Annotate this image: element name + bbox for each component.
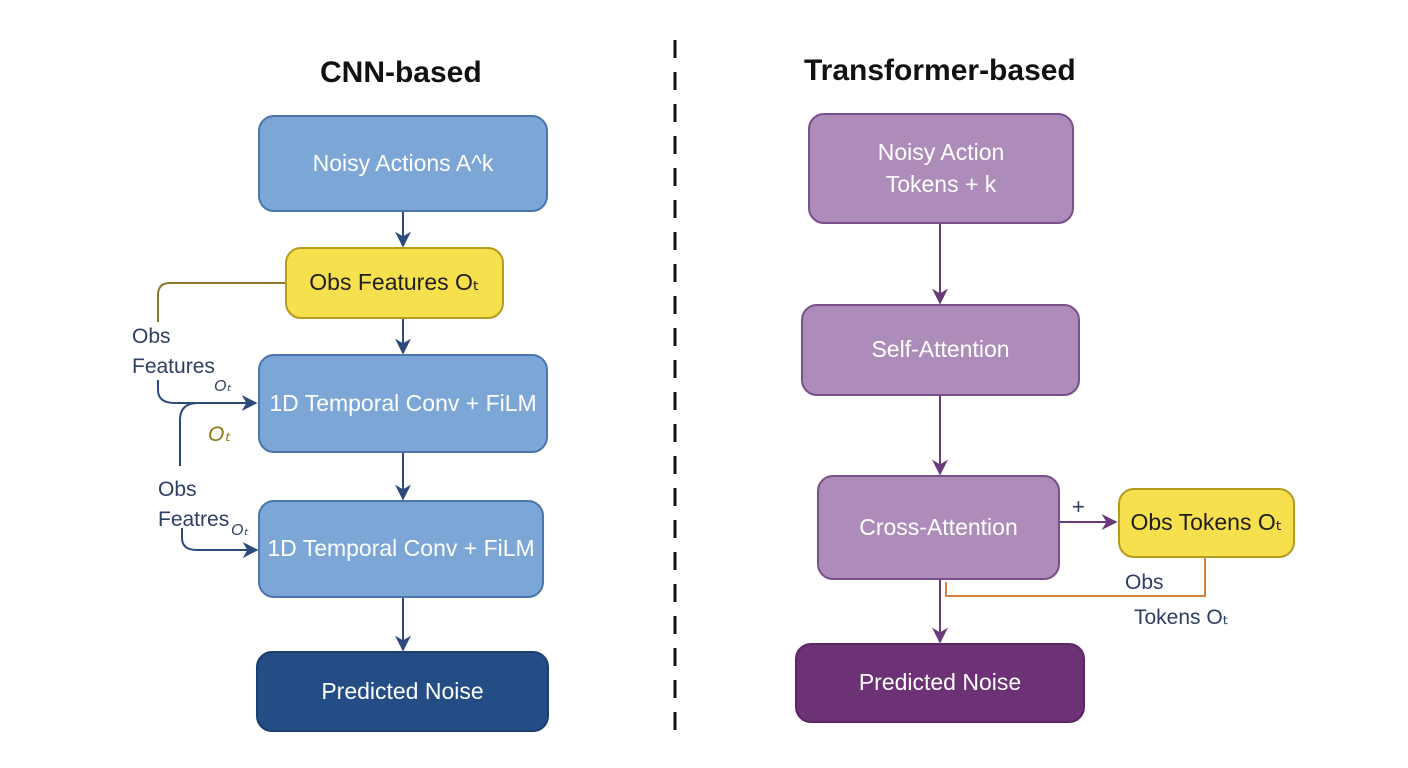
obs-feature-riser xyxy=(179,402,199,466)
obs-feature-arrow-conv2 xyxy=(181,528,259,558)
self-attention-label: Self-Attention xyxy=(871,336,1010,363)
self-attention-box: Self-Attention xyxy=(801,304,1080,396)
transformer-predicted-noise-label: Predicted Noise xyxy=(858,669,1022,696)
transformer-panel-title: Transformer-based xyxy=(804,54,1076,87)
cross-attention-plus-sign: + xyxy=(1072,494,1085,519)
obs-feature-arrow-conv1 xyxy=(157,380,258,411)
obs-tokens-label: Obs Tokens Oₜ xyxy=(1130,509,1283,536)
obs-tokens-box: Obs Tokens Oₜ xyxy=(1118,488,1295,558)
noisy-action-tokens-line-2: Tokens + k xyxy=(885,170,997,197)
cnn-predicted-noise-label: Predicted Noise xyxy=(321,677,484,704)
cross-attention-box: Cross-Attention xyxy=(817,475,1060,580)
cnn-predicted-noise-box: Predicted Noise xyxy=(256,651,549,732)
cross-attention-label: Cross-Attention xyxy=(859,513,1018,540)
temporal-conv-film-label-2: 1D Temporal Conv + FiLM xyxy=(267,535,535,562)
obs-tokens-side-label-2: Tokens Oₜ xyxy=(1134,606,1229,629)
obs-tokens-side-label-1: Obs xyxy=(1125,571,1164,594)
obs-features-label: Obs Features Oₜ xyxy=(309,269,480,296)
noisy-action-tokens-box: Noisy Action Tokens + k xyxy=(808,113,1074,224)
transformer-predicted-noise-box: Predicted Noise xyxy=(795,643,1085,723)
temporal-conv-film-label-1: 1D Temporal Conv + FiLM xyxy=(269,389,537,416)
cnn-side-subscript-1: Oₜ xyxy=(214,378,232,395)
noisy-action-tokens-line-1: Noisy Action xyxy=(877,139,1005,166)
cnn-side-label-obs-features-2: Obs Featres xyxy=(158,478,230,532)
cnn-side-subscript-2: Oₜ xyxy=(208,423,231,446)
cnn-side-label-obs-features-1: Obs Features xyxy=(132,325,215,379)
obs-features-box: Obs Features Oₜ xyxy=(285,247,504,319)
obs-tokens-feedback-line xyxy=(945,558,1206,597)
temporal-conv-film-box-1: 1D Temporal Conv + FiLM xyxy=(258,354,548,453)
temporal-conv-film-box-2: 1D Temporal Conv + FiLM xyxy=(258,500,544,598)
cnn-side-subscript-3: Oₜ xyxy=(231,522,249,539)
obs-feature-feed-line xyxy=(157,282,285,322)
noisy-actions-box: Noisy Actions A^k xyxy=(258,115,548,212)
noisy-actions-label: Noisy Actions A^k xyxy=(312,149,494,176)
cnn-panel-title: CNN-based xyxy=(320,56,482,89)
